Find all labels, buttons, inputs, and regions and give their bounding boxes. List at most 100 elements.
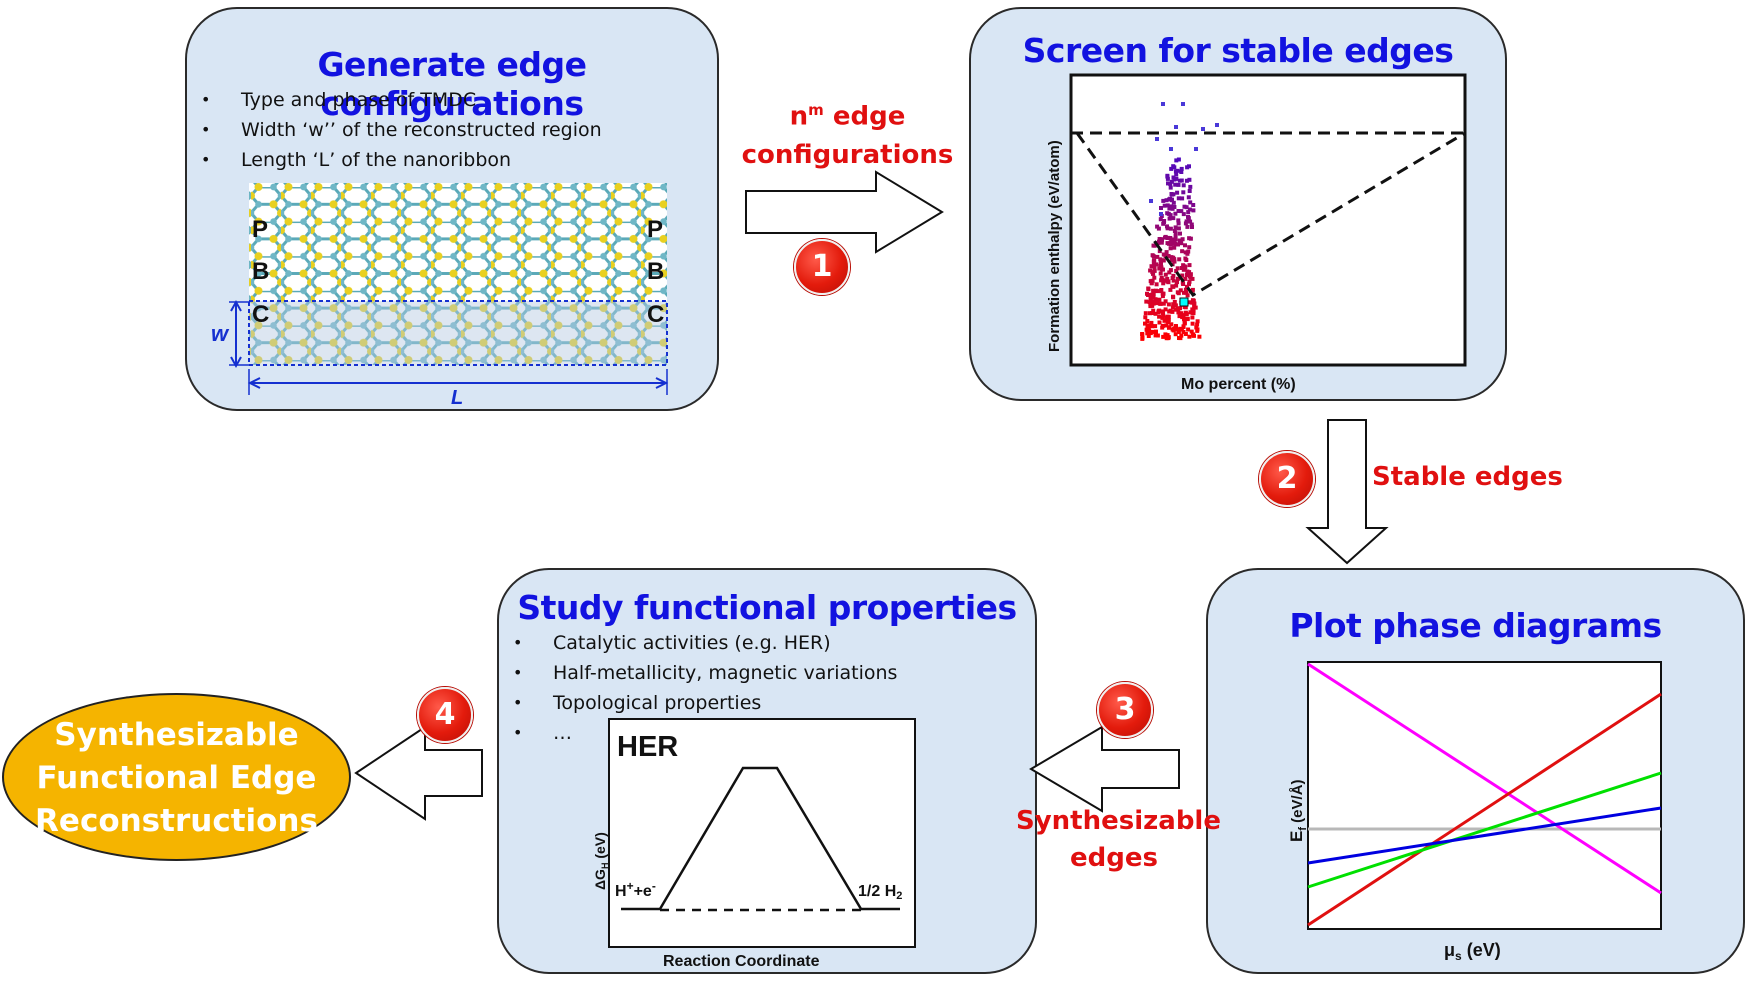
scatter-point	[1185, 284, 1189, 289]
phase-line-green	[1307, 771, 1662, 889]
scatter-point	[1163, 307, 1168, 312]
scatter-point	[1165, 211, 1170, 216]
scatter-point	[1186, 195, 1191, 200]
scatter-point	[1185, 293, 1190, 298]
scatter-point	[1177, 257, 1182, 262]
scatter-point	[1159, 237, 1164, 242]
scatter-point	[1163, 299, 1168, 304]
panel-screen-stable-edges: Screen for stable edges Formation enthal…	[969, 7, 1507, 401]
scatter-point	[1176, 242, 1180, 247]
scatter-point	[1188, 236, 1193, 241]
scatter-point	[1165, 276, 1170, 281]
scatter-point	[1174, 172, 1179, 177]
scatter-point	[1154, 282, 1159, 287]
scatter-point	[1179, 166, 1184, 171]
scatter-point	[1174, 158, 1179, 163]
scatter-point	[1159, 278, 1164, 283]
scatter-point	[1173, 303, 1178, 308]
scatter-point	[1161, 310, 1165, 315]
scatter-point	[1153, 333, 1158, 338]
scatter-point	[1170, 276, 1175, 280]
scatter-point	[1164, 198, 1169, 203]
scatter-point	[1187, 245, 1192, 250]
scatter-point	[1171, 295, 1176, 300]
scatter-point	[1166, 302, 1171, 307]
scatter-point	[1201, 127, 1205, 131]
plot-ylabel: Ef (eV/Å)	[1287, 779, 1309, 842]
scatter-point	[1146, 334, 1151, 338]
scatter-point	[1150, 278, 1155, 283]
scatter-point	[1190, 276, 1195, 281]
scatter-point	[1160, 323, 1165, 328]
scatter-point	[1183, 287, 1188, 292]
scatter-point	[1159, 261, 1163, 266]
scatter-point	[1184, 178, 1189, 183]
energy-profile	[621, 766, 900, 911]
scatter-point	[1187, 189, 1192, 193]
scatter-point	[1166, 181, 1170, 186]
scatter-point	[1176, 157, 1181, 162]
scatter-point	[1161, 221, 1166, 226]
scatter-point	[1159, 206, 1163, 210]
scatter-point	[1188, 200, 1193, 205]
scatter-point	[1150, 270, 1155, 275]
scatter-point	[1161, 198, 1166, 203]
scatter-point	[1172, 327, 1177, 331]
step2-label: Stable edges	[1372, 462, 1563, 492]
phase-line-blue	[1307, 806, 1662, 865]
scatter-point	[1159, 240, 1164, 245]
scatter-point	[1184, 219, 1189, 224]
scatter-point	[1176, 276, 1180, 281]
scatter-point	[1187, 279, 1192, 284]
plot-frame	[1069, 73, 1467, 367]
scatter-point	[1176, 196, 1181, 201]
scatter-point	[1151, 308, 1156, 313]
scatter-point	[1181, 190, 1186, 195]
scatter-point	[1158, 271, 1163, 276]
edge-label-left: P	[252, 216, 268, 243]
scatter-point	[1184, 290, 1189, 295]
scatter-point	[1191, 208, 1196, 213]
scatter-point	[1187, 177, 1192, 182]
result-line: Functional Edge	[36, 760, 317, 796]
scatter-point	[1173, 231, 1178, 236]
scatter-point	[1156, 226, 1161, 231]
scatter-point	[1167, 309, 1172, 314]
scatter-point	[1190, 315, 1195, 320]
step3-label: Synthesizable edges	[1016, 806, 1221, 873]
panel-phase-diagrams: Plot phase diagrams Ef (eV/Å) μs (eV)	[1206, 568, 1745, 974]
scatter-point	[1178, 231, 1182, 236]
plot-ylabel: ΔGH (eV)	[592, 832, 610, 890]
final-state-label: 1/2 H2	[858, 883, 902, 902]
scatter-point	[1161, 278, 1166, 283]
scatter-point	[1172, 300, 1177, 304]
scatter-point	[1155, 137, 1159, 141]
scatter-point	[1171, 216, 1176, 221]
scatter-point	[1156, 310, 1161, 315]
scatter-point	[1179, 170, 1184, 174]
scatter-point	[1171, 200, 1176, 205]
scatter-point	[1170, 206, 1175, 211]
scatter-point	[1165, 176, 1170, 181]
scatter-point	[1175, 280, 1179, 285]
scatter-point	[1181, 183, 1186, 188]
scatter-point	[1160, 291, 1165, 296]
scatter-point	[1179, 327, 1184, 332]
scatter-point	[1170, 198, 1174, 203]
plot-xlabel: Mo percent (%)	[1181, 376, 1296, 393]
length-label: L	[451, 387, 463, 409]
phase-line-red	[1307, 692, 1662, 927]
scatter-point	[1166, 335, 1171, 340]
scatter-point	[1171, 284, 1176, 289]
scatter-point	[1184, 205, 1189, 210]
arrow-step3	[1029, 725, 1180, 813]
scatter-point	[1149, 281, 1154, 286]
scatter-point	[1195, 328, 1200, 333]
scatter-point	[1160, 315, 1165, 320]
scatter-point	[1150, 329, 1155, 334]
scatter-point	[1155, 333, 1160, 338]
scatter-point	[1185, 165, 1190, 170]
scatter-point	[1150, 299, 1155, 304]
scatter-point	[1150, 324, 1155, 329]
scatter-point	[1170, 305, 1175, 310]
